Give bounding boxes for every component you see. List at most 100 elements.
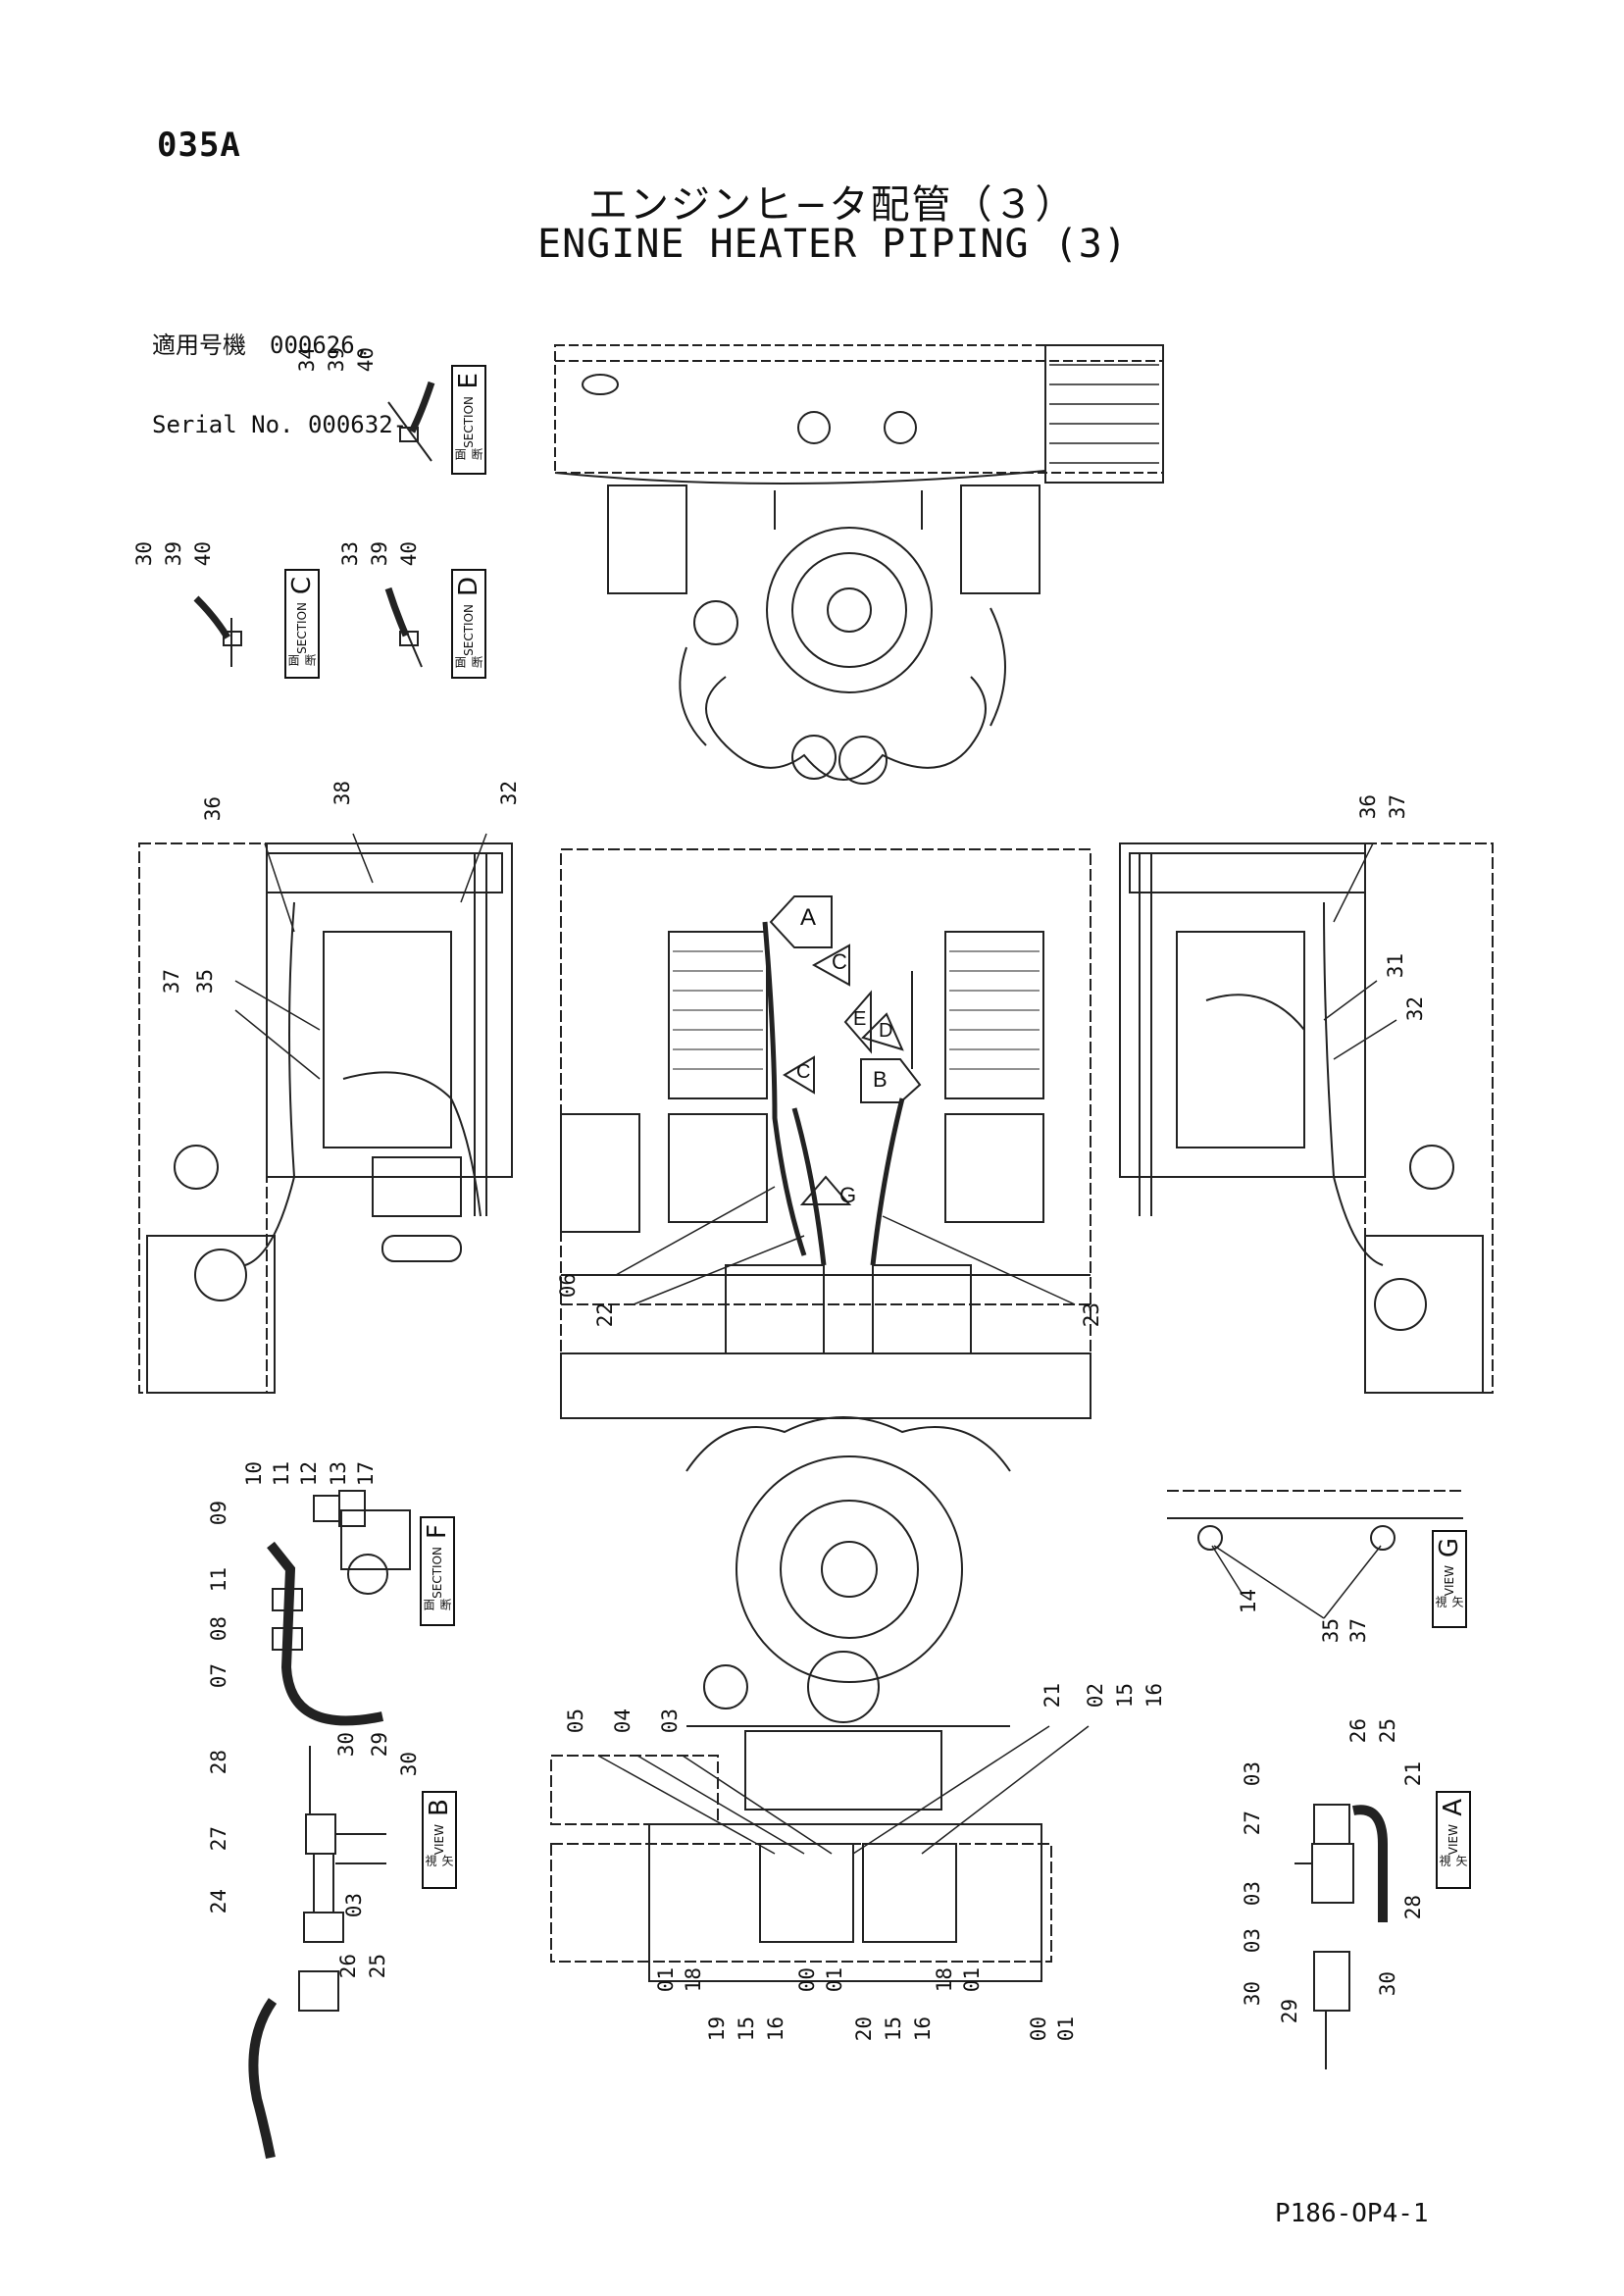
- part-number: 40: [354, 347, 378, 373]
- section-c-detail: [193, 595, 242, 667]
- section-d-detail: [384, 587, 423, 668]
- part-number: 24: [207, 1889, 230, 1914]
- footer-code: P186-OP4-1: [1275, 2199, 1429, 2228]
- arrow-label-e: E: [853, 1008, 867, 1030]
- serial-line-2: Serial No. 000632-: [152, 411, 408, 438]
- part-number: 19: [705, 2016, 729, 2042]
- part-number: 30: [1376, 1971, 1399, 1997]
- bottom-engine-view: [550, 1416, 1052, 1982]
- section-c-letter: C: [287, 577, 317, 595]
- part-number: 18: [933, 1967, 956, 1993]
- part-number: 03: [342, 1893, 366, 1918]
- part-number: 33: [338, 541, 362, 567]
- section-f-tag: F SECTION 断 面: [420, 1516, 455, 1626]
- part-number: 21: [1401, 1761, 1425, 1787]
- title-english: ENGINE HEATER PIPING (3): [537, 222, 1128, 267]
- part-number: 29: [368, 1732, 391, 1758]
- view-a-letter: A: [1439, 1799, 1468, 1816]
- view-a-kanji: 矢 視: [1438, 1855, 1468, 1866]
- part-number: 27: [207, 1826, 230, 1852]
- section-d-word: SECTION: [462, 604, 476, 656]
- part-number: 30: [1241, 1981, 1264, 2007]
- part-number: 38: [330, 781, 354, 806]
- part-number: 25: [366, 1954, 389, 1979]
- part-number: 01: [823, 1967, 846, 1993]
- arrow-label-d: D: [879, 1020, 893, 1042]
- part-number: 35: [1319, 1618, 1343, 1644]
- part-number: 03: [658, 1709, 682, 1734]
- serial-line-1: 適用号機 000626,: [152, 332, 370, 359]
- part-number: 00: [795, 1967, 819, 1993]
- section-f-kanji: 断 面: [422, 1598, 452, 1610]
- part-number: 10: [242, 1461, 266, 1487]
- part-number: 40: [191, 541, 215, 567]
- part-number: 11: [207, 1567, 230, 1593]
- part-number: 06: [556, 1273, 580, 1299]
- page-code: 035A: [157, 126, 241, 165]
- arrow-label-c-2: C: [796, 1061, 811, 1083]
- part-number: 26: [1346, 1718, 1370, 1744]
- section-c-kanji: 断 面: [286, 654, 317, 667]
- view-b-kanji: 矢 視: [424, 1855, 454, 1867]
- view-b-letter: B: [425, 1799, 454, 1816]
- part-number: 17: [354, 1461, 378, 1487]
- middle-right-view: [1119, 842, 1494, 1394]
- part-number: 28: [1401, 1895, 1425, 1920]
- part-number: 37: [160, 969, 183, 995]
- part-number: 16: [764, 2016, 787, 2042]
- top-engine-view: [554, 344, 1164, 785]
- part-number: 18: [682, 1967, 705, 1993]
- section-d-letter: D: [454, 577, 483, 597]
- view-b-detail: [248, 1746, 386, 2159]
- serial-info: 適用号機 000626, Serial No. 000632-: [152, 280, 407, 465]
- part-number: 03: [1241, 1761, 1264, 1787]
- middle-center-view: [560, 848, 1091, 1419]
- part-number: 30: [132, 541, 156, 567]
- part-number: 01: [960, 1967, 984, 1993]
- arrow-label-g: G: [839, 1183, 857, 1207]
- section-e-letter: E: [454, 373, 483, 389]
- section-c-tag: C SECTION 断 面: [284, 569, 320, 679]
- part-number: 28: [207, 1750, 230, 1775]
- direction-arrows: [769, 895, 922, 1205]
- part-number: 37: [1346, 1618, 1370, 1644]
- part-number: 29: [1278, 1999, 1301, 2024]
- part-number: 30: [397, 1752, 421, 1777]
- part-number: 32: [1403, 996, 1427, 1022]
- leader-lines: [234, 833, 1397, 1855]
- section-e-word: SECTION: [462, 396, 476, 449]
- part-number: 11: [270, 1461, 293, 1487]
- view-b-tag: B VIEW 矢 視: [422, 1791, 457, 1889]
- part-number: 20: [852, 2016, 876, 2042]
- view-g-letter: G: [1435, 1538, 1464, 1558]
- section-c-word: SECTION: [295, 602, 309, 655]
- section-f-letter: F: [423, 1524, 452, 1539]
- part-number: 09: [207, 1501, 230, 1526]
- view-g-tag: G VIEW 矢 視: [1432, 1530, 1467, 1628]
- part-number: 25: [1376, 1718, 1399, 1744]
- part-number: 32: [497, 781, 521, 806]
- part-number: 36: [201, 796, 225, 822]
- part-number: 30: [334, 1732, 358, 1758]
- part-number: 15: [882, 2016, 905, 2042]
- part-number: 39: [325, 347, 348, 373]
- part-number: 03: [1241, 1881, 1264, 1907]
- view-g-word: VIEW: [1443, 1565, 1456, 1597]
- part-number: 04: [611, 1709, 634, 1734]
- section-d-kanji: 断 面: [453, 655, 483, 668]
- view-b-word: VIEW: [432, 1823, 446, 1856]
- part-number: 00: [1027, 2016, 1050, 2042]
- view-g-detail: [1167, 1490, 1463, 1551]
- part-number: 15: [735, 2016, 758, 2042]
- part-number: 12: [297, 1461, 321, 1487]
- part-number: 01: [1054, 2016, 1078, 2042]
- view-a-detail: [1294, 1804, 1388, 2069]
- middle-left-view: [138, 842, 513, 1394]
- part-number: 07: [207, 1663, 230, 1689]
- part-number: 35: [193, 969, 217, 995]
- part-number: 26: [336, 1954, 360, 1979]
- part-number: 34: [295, 347, 319, 373]
- title-japanese: エンジンヒ−タ配管（３）: [588, 182, 1077, 228]
- arrow-label-c-1: C: [832, 949, 847, 974]
